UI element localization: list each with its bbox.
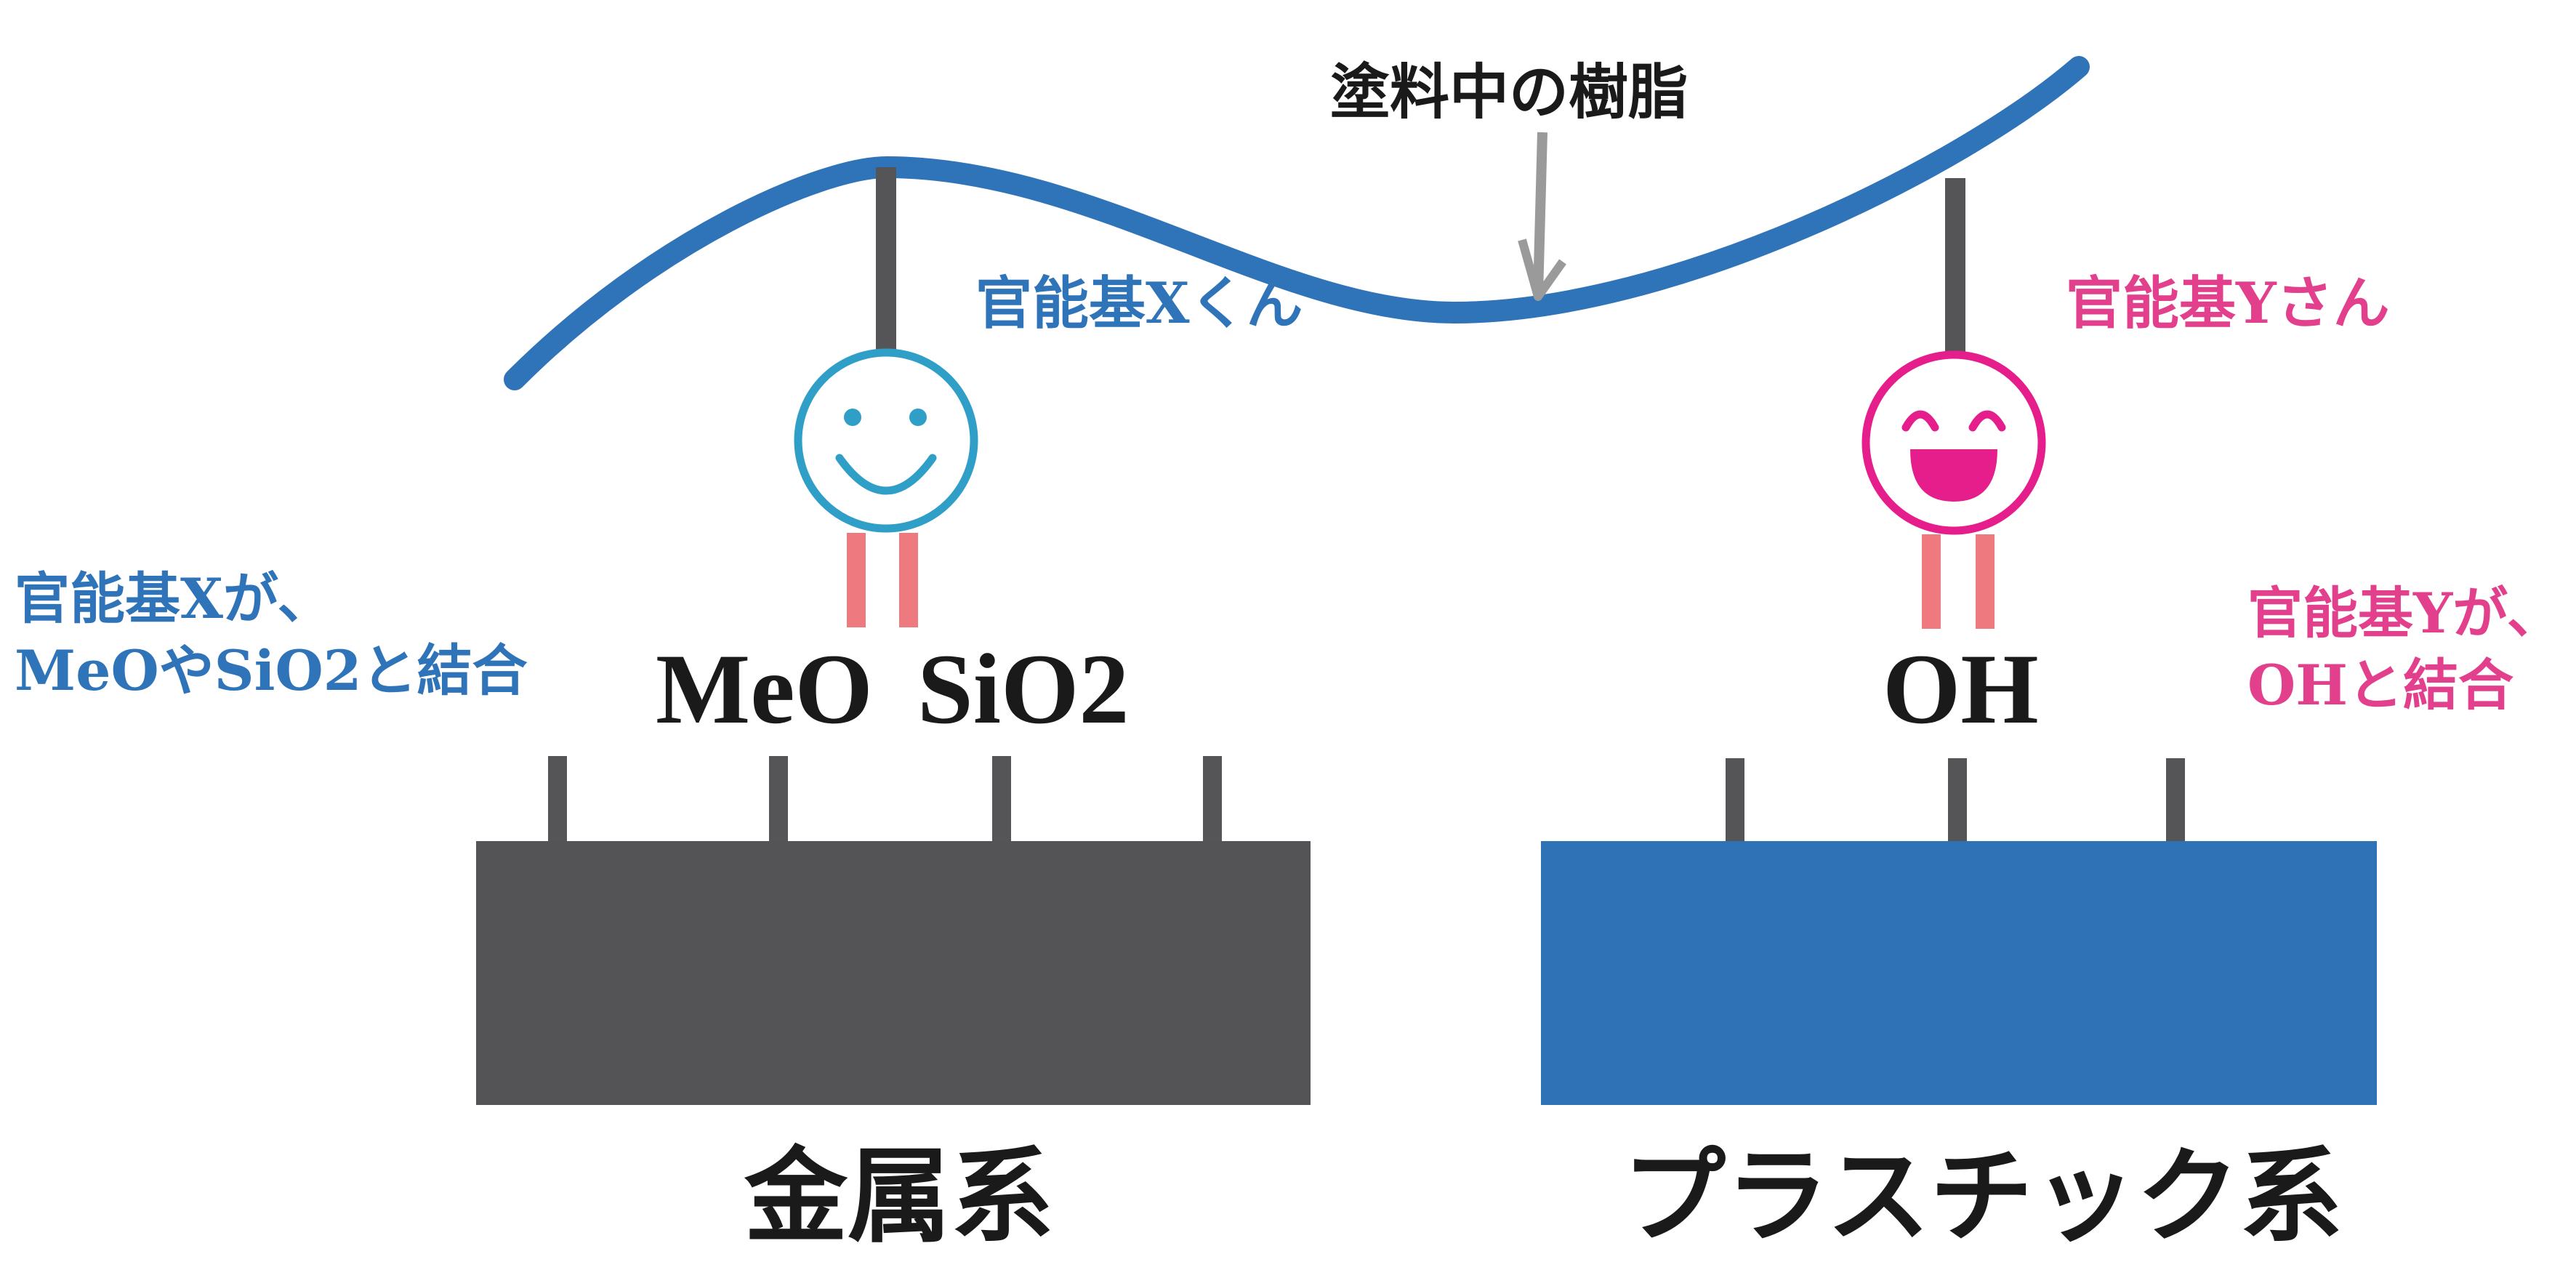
metal-peg <box>769 756 788 843</box>
diagram-graphics <box>476 56 2377 1105</box>
metal-site-meo: MeO <box>656 633 873 744</box>
plastic-peg <box>2166 758 2185 843</box>
plastic-substrate <box>1541 841 2377 1105</box>
group-x-stalk <box>876 167 896 350</box>
left-note-line-1: 官能基Xが、 <box>15 566 333 631</box>
plastic-peg <box>1948 758 1967 843</box>
right-note-line-2: OHと結合 <box>2247 652 2514 718</box>
laughing-face-icon <box>1861 350 2046 535</box>
right-note-line-1: 官能基Yが、 <box>2247 581 2562 646</box>
left-note: 官能基Xが、 MeOやSiO2と結合 <box>15 563 528 707</box>
metal-substrate <box>476 841 1311 1105</box>
plastic-site-oh: OH <box>1883 633 2039 744</box>
metal-peg <box>1203 756 1222 843</box>
smiley-face-icon <box>794 348 978 533</box>
group-y-bond-left <box>1922 534 1941 629</box>
left-note-line-2: MeOやSiO2と結合 <box>15 638 528 703</box>
group-y-bond-right <box>1976 534 1995 629</box>
plastic-peg <box>1726 758 1744 843</box>
metal-site-sio2: SiO2 <box>917 633 1130 744</box>
resin-chain <box>504 56 2090 390</box>
resin-arrow-icon <box>1518 132 1566 301</box>
group-y-label: 官能基Yさん <box>2066 270 2390 337</box>
metal-peg <box>548 756 567 843</box>
group-x-label: 官能基Xくん <box>975 270 1303 337</box>
resin-label: 塗料中の樹脂 <box>1330 57 1689 127</box>
plastic-label: プラスチック系 <box>1622 1136 2343 1257</box>
metal-peg <box>992 756 1011 843</box>
right-note: 官能基Yが、 OHと結合 <box>2247 578 2562 722</box>
group-y-stalk <box>1945 178 1965 356</box>
group-x-bond-right <box>899 533 918 627</box>
diagram: 塗料中の樹脂 官能基Xくん 官能基Yさん 官能基Xが、 MeOやSiO2と結合 … <box>15 56 2562 1257</box>
group-x-bond-left <box>847 533 866 627</box>
metal-label: 金属系 <box>744 1136 1054 1257</box>
